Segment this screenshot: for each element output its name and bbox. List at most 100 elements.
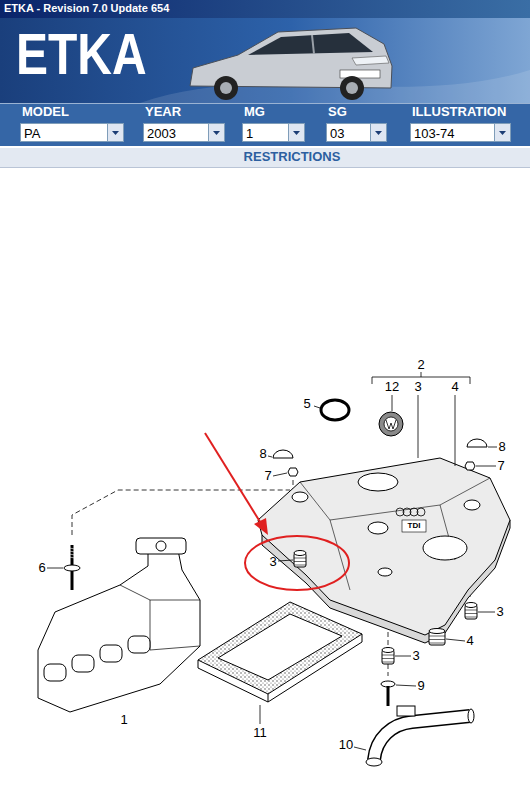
- car-window: [248, 33, 373, 55]
- callout-number: 10: [339, 738, 353, 752]
- dropdown-box: 1: [242, 123, 305, 142]
- dropdown-value: 03: [327, 125, 344, 142]
- hose-bracket: [397, 706, 415, 716]
- grommet-rib: [429, 643, 445, 644]
- red-circle: [245, 536, 349, 590]
- dropdown-box: PA: [20, 123, 124, 142]
- arrow-glyph: [112, 131, 119, 135]
- dropdown-arrow: [209, 124, 224, 141]
- grommet-rib: [382, 658, 394, 659]
- cover-recess: [423, 536, 467, 560]
- callout-number: 3: [412, 649, 419, 663]
- leader-line: [260, 705, 261, 724]
- callout-number: 4: [451, 380, 458, 394]
- dropdown-arrow: [495, 124, 510, 141]
- assembly-line: [72, 490, 290, 535]
- grommet-rib: [294, 565, 306, 566]
- callout-number: 7: [264, 469, 271, 483]
- field-heading: ILLUSTRATION: [412, 105, 506, 119]
- arrow-glyph: [293, 131, 300, 135]
- seal-ring: [321, 400, 349, 420]
- leader-line: [273, 473, 287, 476]
- dropdown-arrow: [108, 124, 123, 141]
- leader-line: [421, 372, 422, 377]
- restrictions-band: [0, 148, 530, 167]
- manifold-port: [72, 655, 94, 672]
- callout-number: 12: [385, 380, 399, 394]
- engine-cover: [258, 458, 510, 635]
- parts-drawing: [38, 372, 510, 766]
- dropdown-button: [370, 124, 386, 141]
- leader-line: [478, 612, 495, 613]
- seal-ring-inner: [325, 404, 345, 417]
- section-heading: RESTRICTIONS: [244, 150, 341, 164]
- callout-number: 9: [417, 679, 424, 693]
- grommet-rib: [294, 561, 306, 562]
- leader-line: [314, 406, 320, 408]
- leader-line: [396, 685, 416, 686]
- dropdown-value: 1: [243, 125, 253, 142]
- hose-outline: [374, 716, 470, 760]
- dropdown-value: PA: [21, 125, 40, 142]
- car-plate: [340, 70, 380, 78]
- arrow-glyph: [213, 131, 220, 135]
- cover-lettering: TDI: [408, 522, 421, 531]
- car-wheel: [340, 76, 364, 100]
- window-title: ETKA - Revision 7.0 Update 654: [4, 2, 169, 14]
- header-rule: [0, 103, 530, 104]
- callout-number: 1: [120, 713, 127, 727]
- dropdown-box: 2003: [143, 123, 225, 142]
- stud-washer: [64, 565, 80, 571]
- callout-number: 3: [414, 380, 421, 394]
- manifold-port: [100, 645, 122, 662]
- callout-number: 3: [496, 605, 503, 619]
- car-pillar: [312, 35, 314, 54]
- hose: [374, 716, 470, 760]
- callout-number: 3: [269, 555, 276, 569]
- badge-logo: [384, 417, 398, 431]
- car-wheel: [214, 76, 238, 100]
- callout-number: 11: [253, 726, 267, 740]
- dropdown-arrow: [289, 124, 304, 141]
- red-arrow-shaft: [205, 433, 262, 525]
- manifold-port: [44, 664, 66, 681]
- car-hub: [346, 82, 358, 94]
- arrow-glyph: [499, 131, 506, 135]
- callout-number: 2: [417, 358, 424, 372]
- grommet-rib: [429, 636, 445, 637]
- cover-boss: [378, 568, 392, 576]
- car-hub: [220, 82, 232, 94]
- nut: [465, 462, 475, 470]
- field-heading: MG: [244, 105, 265, 119]
- grommet-top: [382, 648, 394, 653]
- cap: [273, 450, 293, 458]
- badge-mark: [386, 420, 396, 429]
- foam-edge: [198, 634, 362, 702]
- cover-dome: [358, 473, 398, 491]
- leader-line: [278, 560, 293, 561]
- grommet-top: [465, 603, 477, 608]
- leader-line: [488, 447, 497, 448]
- intake-manifold: [38, 550, 200, 712]
- leader-line: [354, 747, 366, 750]
- logo-text: ETKA: [16, 26, 147, 84]
- manifold-flange: [136, 538, 186, 554]
- grommet-rib: [465, 617, 477, 618]
- leader-line: [395, 656, 411, 657]
- leader-line: [268, 456, 272, 457]
- grommet-rib: [382, 655, 394, 656]
- red-arrowhead: [254, 518, 268, 535]
- dropdown-button: [494, 124, 510, 141]
- flange-bore: [156, 541, 166, 551]
- callout-number: 4: [466, 634, 473, 648]
- dropdown-button: [288, 124, 304, 141]
- tdi-plate: [402, 520, 426, 532]
- dropdown-arrow: [371, 124, 386, 141]
- leader-line: [455, 395, 456, 466]
- grommet-rib: [465, 610, 477, 611]
- restrictions-rule: [0, 167, 530, 168]
- grommet-top: [429, 629, 445, 634]
- field-heading: YEAR: [145, 105, 181, 119]
- cover-edge: [300, 478, 490, 590]
